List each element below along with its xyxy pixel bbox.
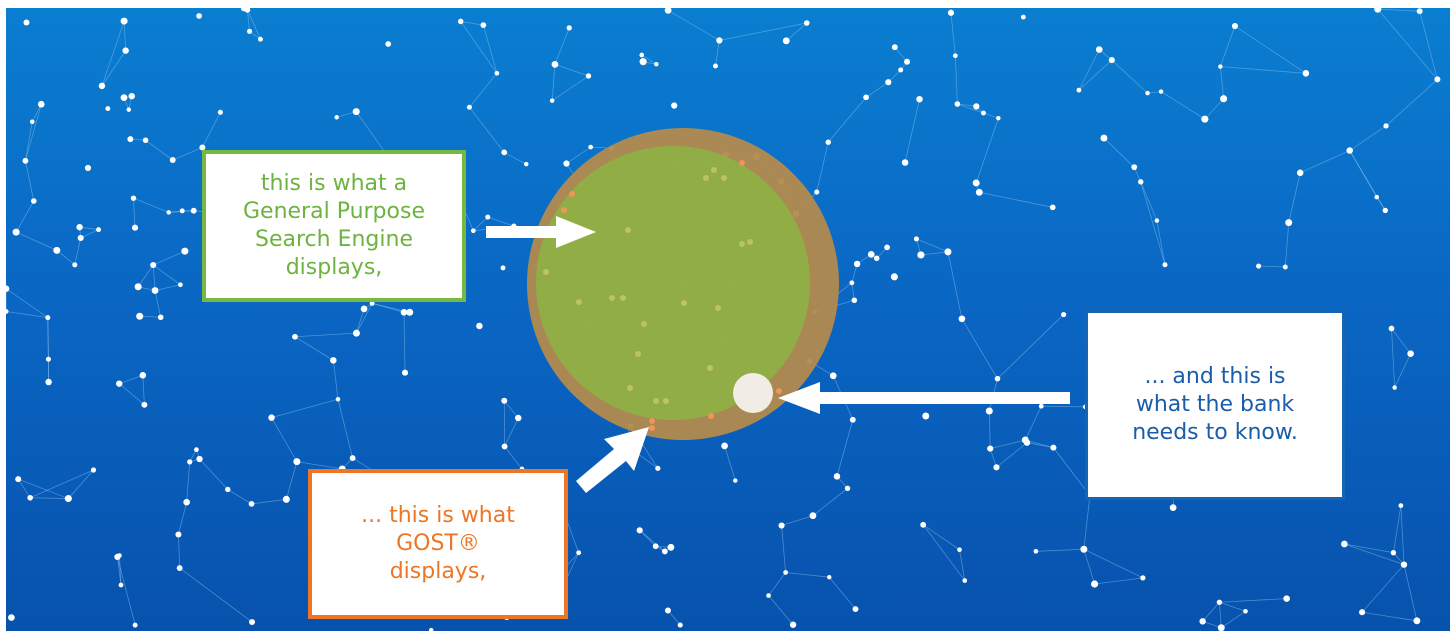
gost-callout: ... this is what GOST® displays, <box>308 469 568 619</box>
general-search-engine-text: this is what a General Purpose Search En… <box>243 170 425 282</box>
constellation-diagram: this is what a General Purpose Search En… <box>6 8 1450 631</box>
bank-knowledge-dot <box>733 373 773 413</box>
bank-needs-text: ... and this is what the bank needs to k… <box>1132 363 1298 447</box>
diagonal-arrow-icon <box>574 425 652 495</box>
search-engine-coverage-circle <box>536 146 810 420</box>
gost-text: ... this is what GOST® displays, <box>361 502 515 586</box>
general-search-engine-callout: this is what a General Purpose Search En… <box>202 150 466 302</box>
bank-needs-callout: ... and this is what the bank needs to k… <box>1085 310 1345 500</box>
right-arrow-icon <box>484 214 598 250</box>
left-arrow-icon <box>776 380 1072 416</box>
